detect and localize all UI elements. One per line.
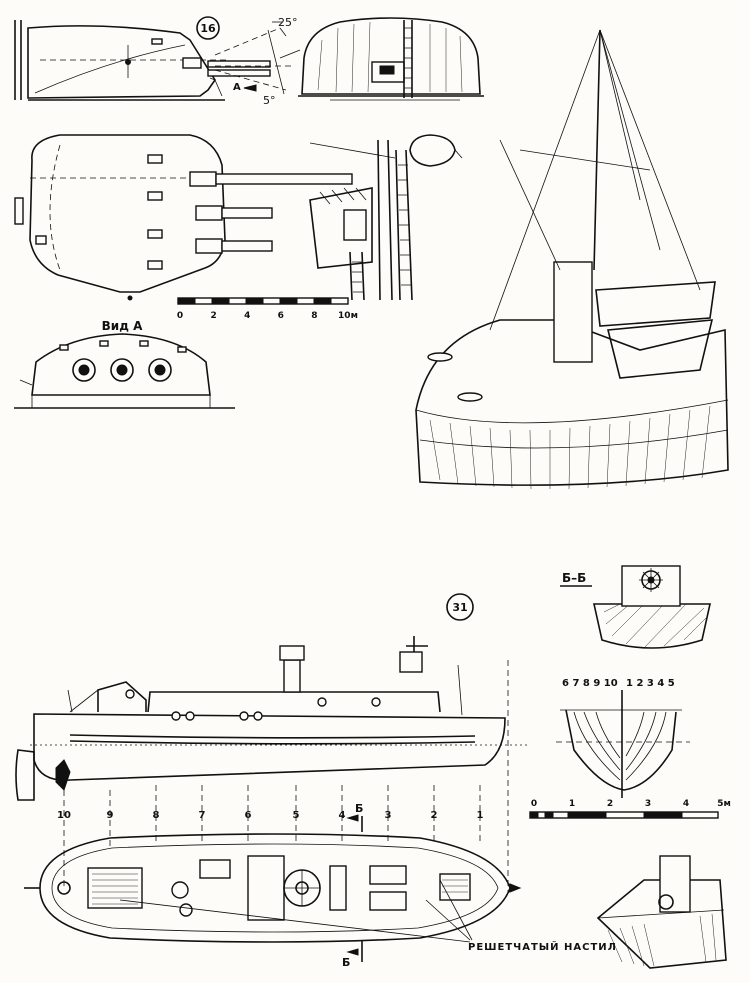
deck-callout-label: РЕШЕТЧАТЫЙ НАСТИЛ — [468, 940, 617, 953]
boat-scale-tick-label: 1 — [569, 799, 575, 809]
body-plan-right-stations: 1 2 3 4 5 — [626, 678, 675, 689]
turret-number-badge: 16 — [196, 16, 220, 40]
turret-plan-view — [14, 134, 353, 301]
section-marker-bottom: Б — [342, 956, 350, 969]
turret-scale-tick-label: 4 — [244, 311, 250, 321]
turret-ladder-detail — [309, 134, 463, 301]
boat-scale-tick-label: 3 — [645, 799, 651, 809]
elevation-angle-lines — [214, 21, 301, 95]
turret-scale-tick-label: 10м — [338, 311, 358, 321]
station-number-label: 9 — [107, 810, 114, 821]
section-bb-label: Б–Б — [562, 571, 586, 585]
boat-scale-tick-label: 2 — [607, 799, 613, 809]
view-a-label: Вид А — [102, 319, 143, 333]
station-number-label: 10 — [57, 810, 71, 821]
boat-scale-tick-label: 0 — [531, 799, 537, 809]
boat-scale-bar: 0 1 2 3 4 5м — [529, 799, 731, 819]
boat-side-elevation — [15, 636, 506, 801]
boat-number: 31 — [452, 601, 467, 614]
depression-angle-label: 5° — [263, 94, 276, 107]
turret-scale-bar: 0 2 4 6 8 10м — [177, 297, 358, 321]
boat-perspective-detail — [596, 855, 727, 969]
boat-plan-view — [24, 833, 522, 943]
station-number-label: 5 — [293, 810, 300, 821]
turret-scale-tick-label: 2 — [210, 311, 216, 321]
station-number-label: 7 — [199, 810, 206, 821]
boat-scale-tick-label: 5м — [717, 799, 731, 809]
station-number-label: 4 — [339, 810, 346, 821]
station-grid: 10 9 8 7 6 5 4 3 2 1 — [30, 660, 530, 892]
station-number-label: 6 — [245, 810, 252, 821]
elevation-angle-label: 25° — [278, 16, 298, 29]
view-arrow-label: А — [233, 82, 241, 93]
station-number-label: 1 — [477, 810, 484, 821]
section-bb-drawing — [593, 565, 711, 649]
propeller-icon — [55, 759, 71, 791]
deck-callout: РЕШЕТЧАТЫЙ НАСТИЛ — [119, 879, 617, 953]
station-number-label: 2 — [431, 810, 438, 821]
ship-perspective-view — [415, 29, 729, 490]
turret-side-view — [14, 20, 271, 101]
section-marker-top: Б — [355, 802, 363, 815]
boat-number-badge: 31 — [446, 593, 474, 621]
turret-scale-tick-label: 6 — [278, 311, 284, 321]
turret-view-a — [14, 333, 235, 409]
station-number-label: 8 — [153, 810, 160, 821]
view-arrow-icon — [243, 84, 257, 92]
body-plan-left-stations: 6 7 8 9 10 — [562, 678, 618, 689]
body-plan: 6 7 8 9 10 1 2 3 4 5 — [556, 678, 690, 798]
turret-number: 16 — [200, 22, 216, 35]
turret-front-view — [298, 17, 484, 101]
station-number-label: 3 — [385, 810, 392, 821]
turret-scale-tick-label: 0 — [177, 311, 183, 321]
turret-scale-tick-label: 8 — [311, 311, 317, 321]
boat-scale-tick-label: 4 — [683, 799, 689, 809]
